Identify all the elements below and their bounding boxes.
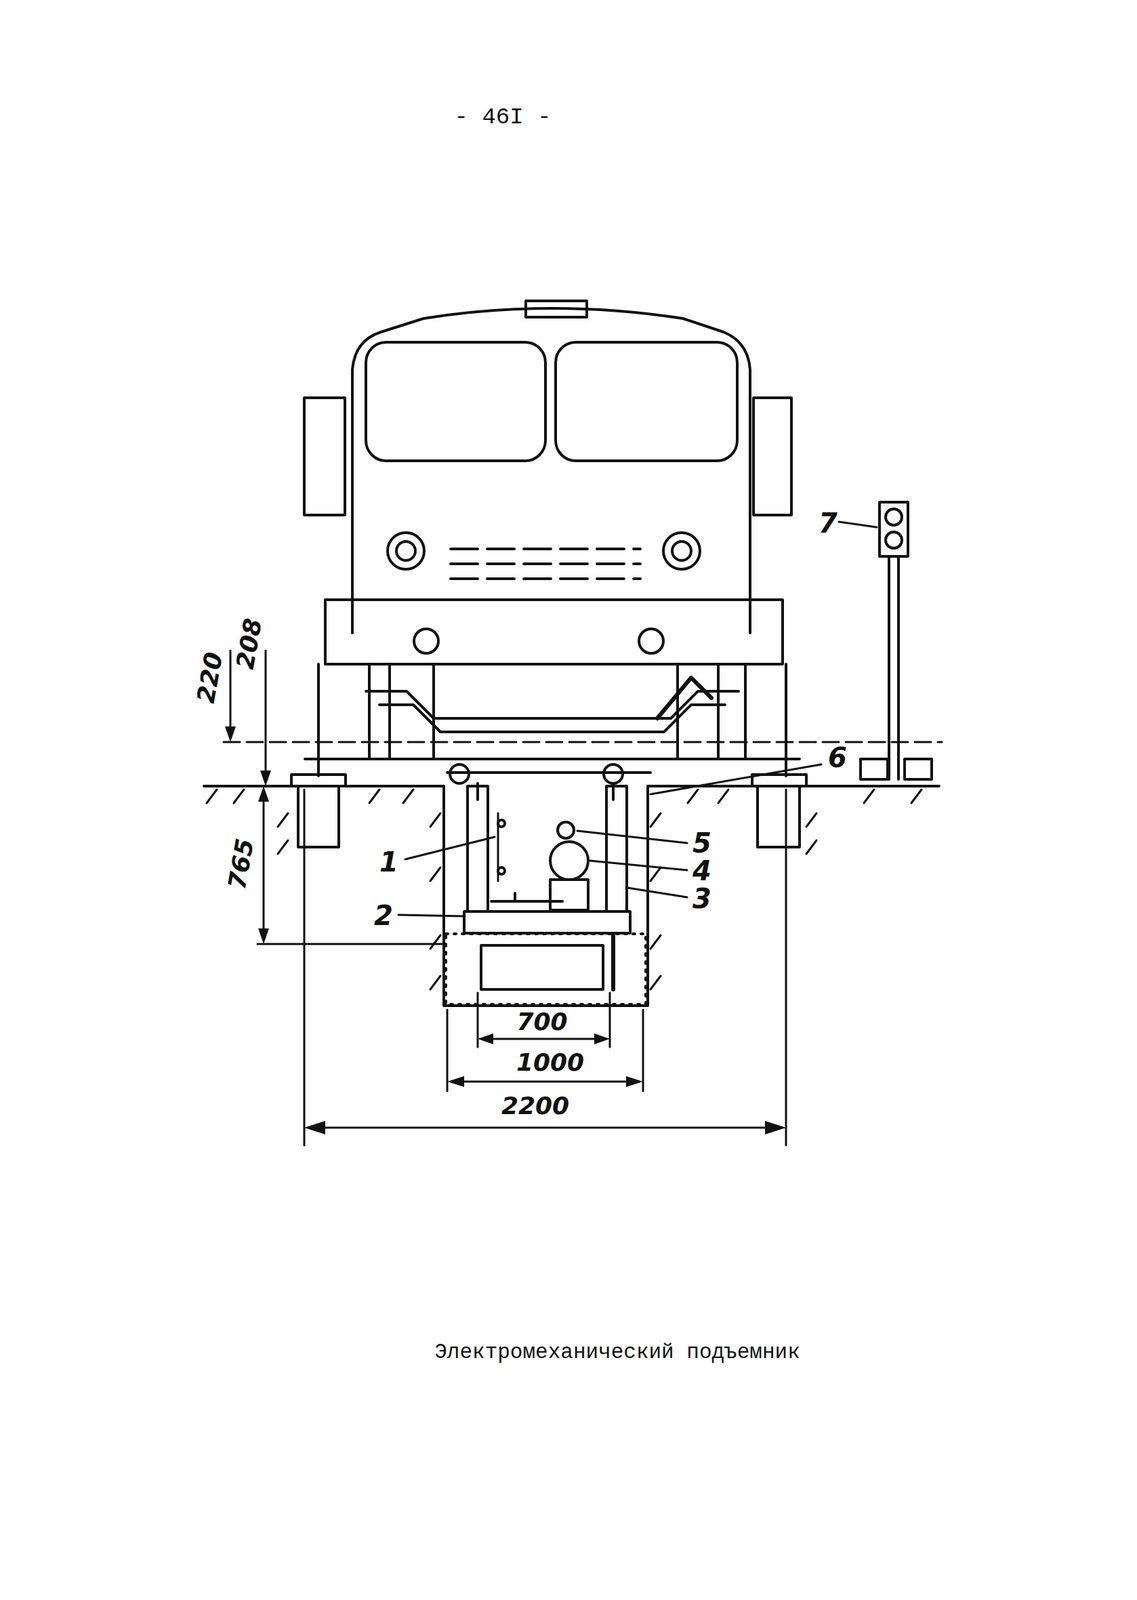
callout-number: 1: [379, 848, 399, 876]
callout-number: 3: [692, 884, 712, 913]
rail-support: [757, 786, 800, 847]
buffer-beam: [325, 599, 783, 665]
marker-light: [414, 628, 439, 654]
lift-frame: [447, 764, 651, 934]
marker-light: [638, 628, 664, 654]
callout-number: 6: [828, 743, 847, 772]
pit-wall: [443, 786, 648, 1006]
anchor-bolt: [611, 935, 616, 990]
cab-outline: [352, 308, 751, 633]
motor: [550, 821, 589, 911]
headlight: [672, 541, 692, 561]
dimension-value: 765: [224, 834, 259, 894]
ground-hatch: [206, 789, 922, 990]
signal-light: [860, 502, 932, 780]
headlight: [663, 532, 700, 570]
dimension-value: 1000: [514, 1050, 587, 1075]
dimension-value: 700: [514, 1009, 570, 1035]
side-mirror: [753, 397, 792, 515]
dimension-value: 2200: [499, 1093, 572, 1119]
callout-number: 2: [374, 901, 394, 929]
grille: [450, 548, 641, 579]
figure-caption: Электромеханический подъемник: [434, 1341, 801, 1363]
dimension-value: 208: [232, 614, 267, 673]
callout-number: 4: [692, 857, 712, 885]
rail: [291, 774, 346, 787]
cab-window: [555, 342, 738, 461]
callout-number: 5: [692, 829, 712, 857]
dimension-lines: [223, 650, 942, 1146]
page-number: - 46I -: [454, 105, 552, 129]
roof-hatch: [525, 300, 587, 318]
leader-lines: [398, 521, 877, 917]
headlight: [387, 532, 425, 570]
rail: [752, 774, 807, 787]
dimension-arrows: [224, 726, 787, 1135]
callout-number: 7: [818, 509, 838, 537]
bogie: [304, 664, 800, 776]
concrete-foundation: [445, 933, 646, 1005]
headlight: [396, 541, 416, 561]
side-mirror: [304, 397, 345, 515]
foundation-recess: [481, 945, 604, 990]
dimension-value: 220: [193, 648, 227, 707]
cab-window: [365, 342, 546, 461]
